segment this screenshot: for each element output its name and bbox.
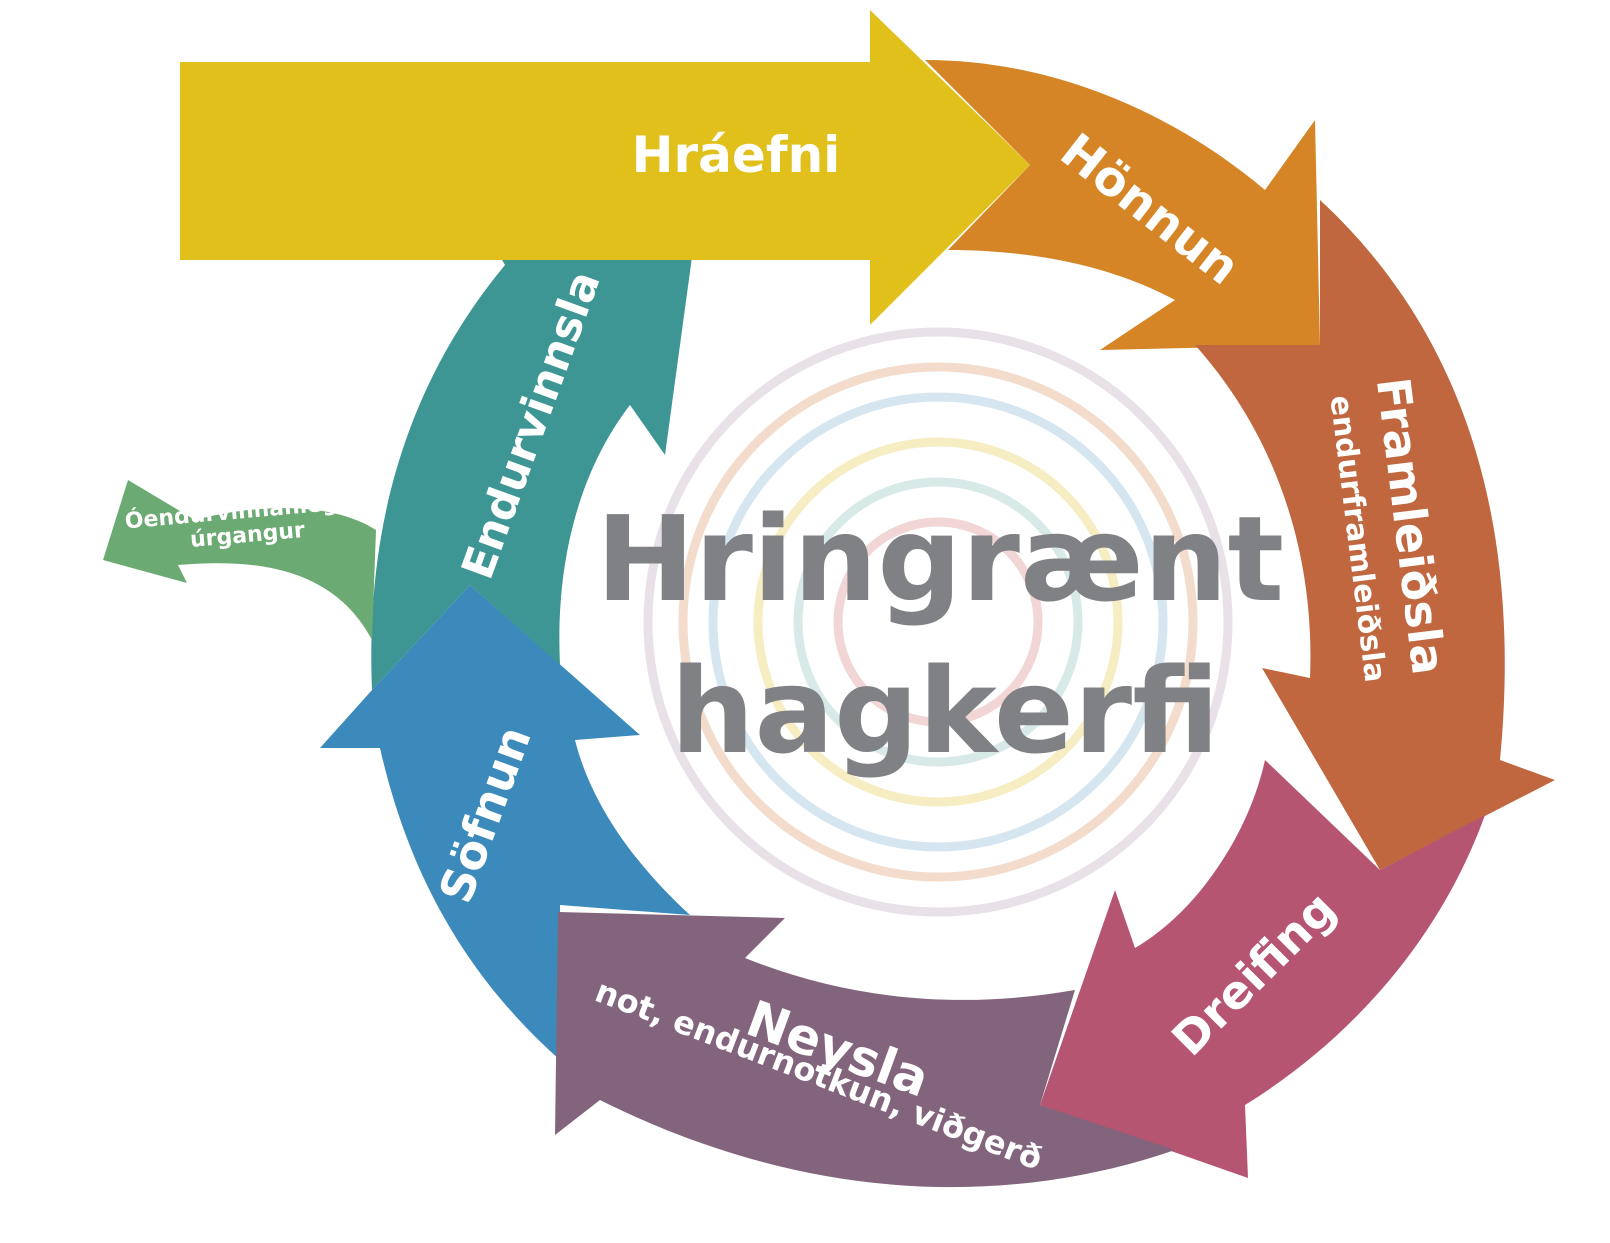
center-ring	[793, 477, 1083, 767]
center-ring	[708, 392, 1168, 852]
center-ring	[643, 327, 1233, 917]
diagram-title-line2: hagkerfi	[670, 642, 1219, 780]
stage-arrow-hraefni	[180, 10, 1030, 325]
waste-arrow	[103, 480, 376, 640]
center-ring	[833, 517, 1043, 727]
center-ring	[753, 437, 1123, 807]
stage-arrow-honnun	[925, 60, 1320, 350]
stage-arrow-dreifing	[1040, 760, 1485, 1178]
center-ring	[678, 362, 1198, 882]
diagram-title-line1: Hringrænt	[596, 490, 1284, 628]
stage-arrow-endurvinnsla	[371, 205, 695, 690]
stage-label-hraefni: Hráefni	[632, 126, 841, 184]
stage-arrow-framleidsla	[1195, 200, 1555, 870]
stage-arrow-sofnun	[320, 585, 690, 1060]
stage-arrow-neysla	[555, 912, 1175, 1188]
center-rings	[643, 327, 1233, 917]
